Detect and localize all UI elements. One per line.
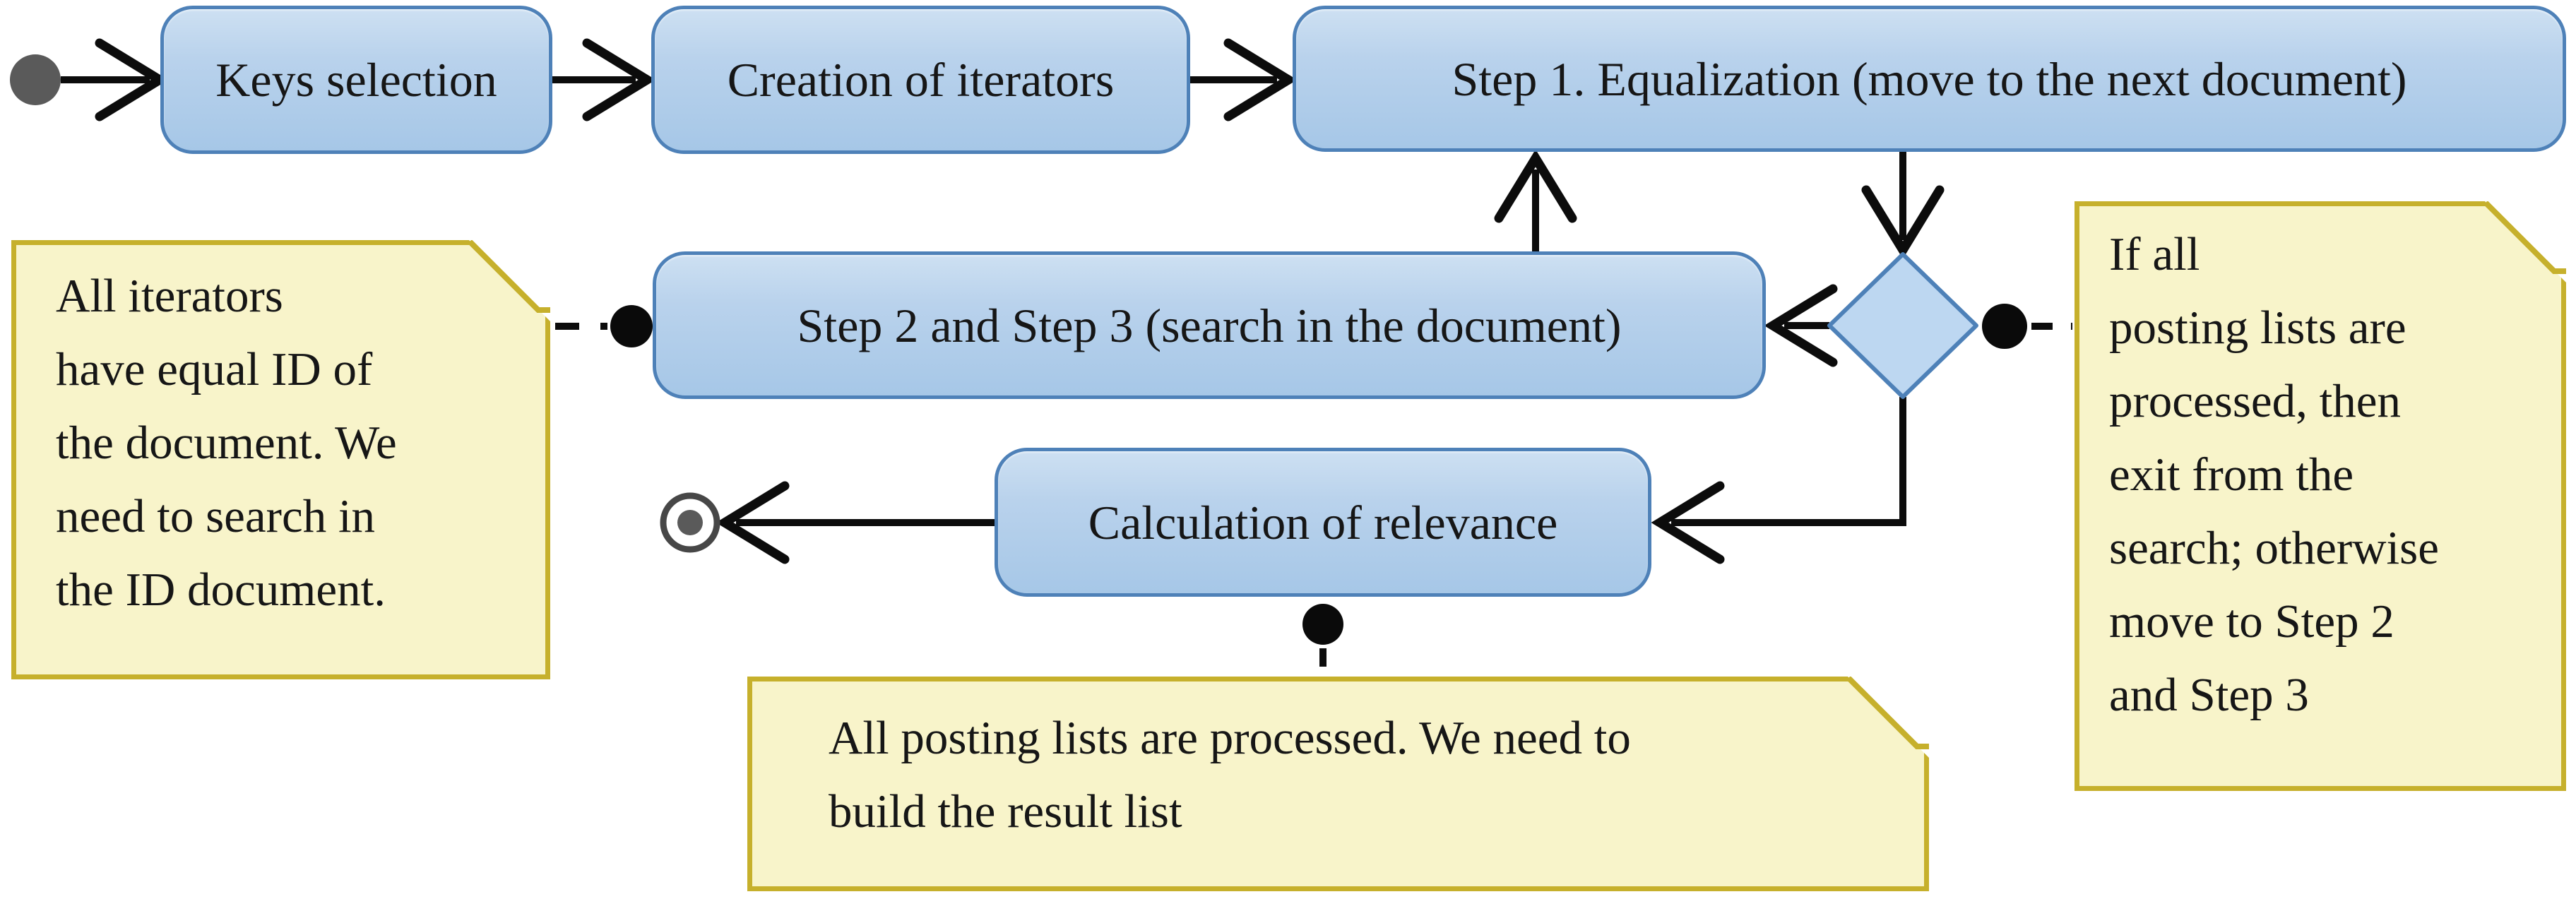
note-line: All iterators	[56, 270, 283, 322]
activity-step1-equalization: Step 1. Equalization (move to the next d…	[1293, 6, 2566, 152]
attachment-dot	[1302, 604, 1343, 645]
note-fold-icon	[1847, 677, 1929, 758]
note-line: If all	[2109, 228, 2200, 280]
note-line: search; otherwise	[2109, 522, 2439, 574]
activity-label: Step 1. Equalization (move to the next d…	[1452, 52, 2407, 106]
note-line: need to search in	[56, 490, 376, 542]
activity-keys-selection: Keys selection	[160, 6, 552, 154]
note-line: exit from the	[2109, 448, 2354, 501]
activity-label: Step 2 and Step 3 (search in the documen…	[797, 298, 1622, 352]
decision-diamond	[1827, 252, 1978, 399]
arrowhead-left-icon	[716, 481, 790, 564]
note-left: All iterators have equal ID of the docum…	[11, 240, 550, 679]
note-fold-icon	[2484, 201, 2566, 282]
initial-node	[10, 54, 61, 105]
note-line: build the result list	[829, 785, 1182, 838]
arrowhead-up-icon	[1494, 149, 1577, 223]
note-bottom: All posting lists are processed. We need…	[747, 677, 1929, 891]
note-line: posting lists are	[2109, 302, 2406, 354]
note-line: the document. We	[56, 417, 397, 469]
activity-creation-of-iterators: Creation of iterators	[651, 6, 1190, 154]
note-right: If all posting lists are processed, then…	[2075, 201, 2566, 791]
edge-decision-to-relevance	[1671, 397, 1906, 526]
final-node-dot	[677, 510, 703, 535]
note-fold-icon	[468, 240, 550, 321]
attachment-dot	[610, 305, 653, 347]
arrowhead-down-icon	[1861, 185, 1945, 259]
note-line: processed, then	[2109, 375, 2402, 427]
note-line: move to Step 2	[2109, 595, 2394, 648]
activity-step2-step3: Step 2 and Step 3 (search in the documen…	[653, 251, 1766, 399]
activity-label: Creation of iterators	[727, 53, 1115, 107]
arrowhead-right-icon	[582, 38, 656, 121]
note-line: and Step 3	[2109, 669, 2309, 721]
arrowhead-left-icon	[1764, 284, 1838, 367]
arrowhead-right-icon	[1223, 38, 1298, 121]
note-line: All posting lists are processed. We need…	[829, 712, 1631, 764]
activity-label: Keys selection	[215, 53, 497, 107]
note-line: the ID document.	[56, 564, 386, 616]
arrowhead-right-icon	[95, 38, 169, 121]
activity-calculation-of-relevance: Calculation of relevance	[995, 448, 1651, 597]
note-line: have equal ID of	[56, 343, 373, 395]
attachment-dot	[1982, 304, 2027, 349]
arrowhead-left-icon	[1651, 481, 1725, 564]
activity-label: Calculation of relevance	[1088, 495, 1558, 549]
